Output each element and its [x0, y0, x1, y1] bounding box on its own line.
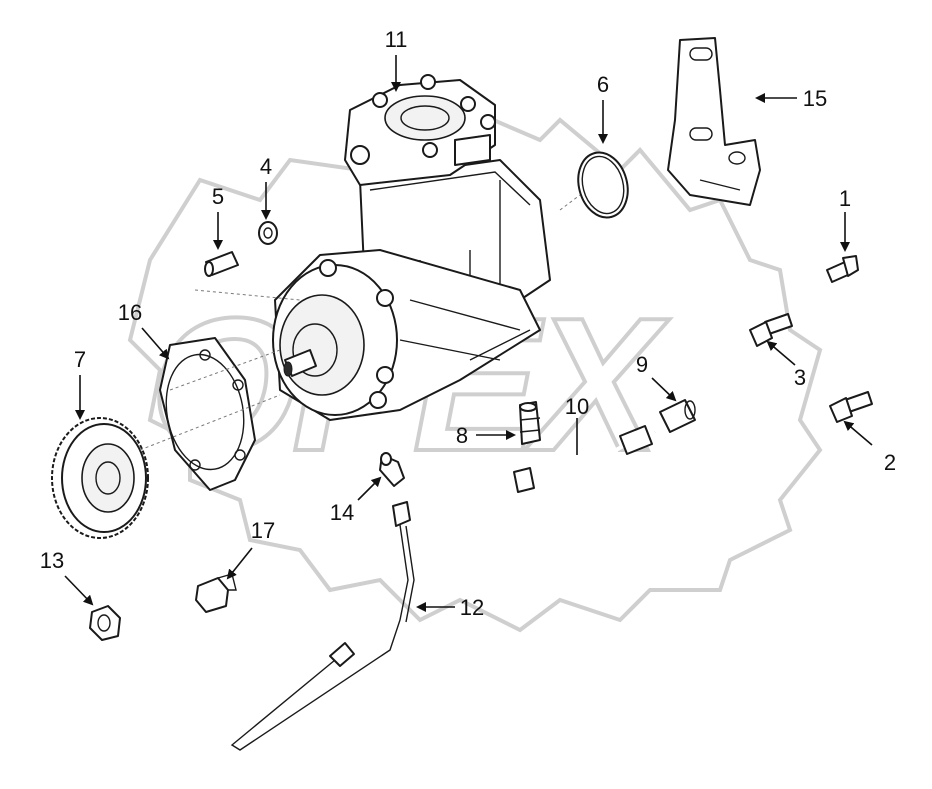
- callout-6: 6: [597, 72, 609, 97]
- leader-13: [64, 575, 94, 606]
- air-compressor: [272, 74, 551, 421]
- drive-gear: [51, 417, 149, 539]
- leader-9: [651, 377, 677, 402]
- union-fitting: [659, 399, 696, 433]
- callout-11: 11: [385, 27, 408, 52]
- gasket: [159, 337, 256, 491]
- elbow-fitting: [379, 452, 405, 487]
- bolt-3: [749, 313, 793, 347]
- callout-labels: 1 2 3 4 5 6 7 8 9 10 11 12 13 14 15 16 1…: [40, 27, 896, 620]
- callout-7: 7: [74, 347, 86, 372]
- gear-nut: [89, 605, 121, 641]
- callout-14: 14: [330, 500, 354, 525]
- nut-small: [258, 221, 278, 245]
- o-ring: [577, 151, 629, 219]
- callout-15: 15: [803, 86, 827, 111]
- bolt-2: [829, 391, 873, 423]
- callout-5: 5: [212, 184, 224, 209]
- callout-4: 4: [260, 154, 272, 179]
- callout-17: 17: [251, 518, 275, 543]
- connector-fitting: [519, 401, 541, 445]
- plug: [195, 573, 237, 613]
- callout-2: 2: [884, 450, 896, 475]
- leader-2: [843, 420, 873, 446]
- leader-14: [357, 476, 382, 501]
- assembly-lines: [139, 194, 581, 451]
- callout-10: 10: [565, 394, 589, 419]
- leader-16: [141, 327, 170, 360]
- bolt-1: [826, 255, 859, 283]
- callout-16: 16: [118, 300, 142, 325]
- leader-17: [226, 547, 253, 580]
- callout-3: 3: [794, 365, 806, 390]
- oil-line: [230, 501, 415, 751]
- callout-12: 12: [460, 595, 484, 620]
- callout-13: 13: [40, 548, 64, 573]
- leader-3: [766, 340, 796, 366]
- callout-9: 9: [636, 352, 648, 377]
- callout-8: 8: [456, 423, 468, 448]
- stud: [204, 251, 239, 277]
- leader-lines: [64, 55, 873, 612]
- mounting-bracket: [667, 37, 761, 206]
- callout-1: 1: [839, 186, 851, 211]
- tube-assembly: [513, 425, 656, 529]
